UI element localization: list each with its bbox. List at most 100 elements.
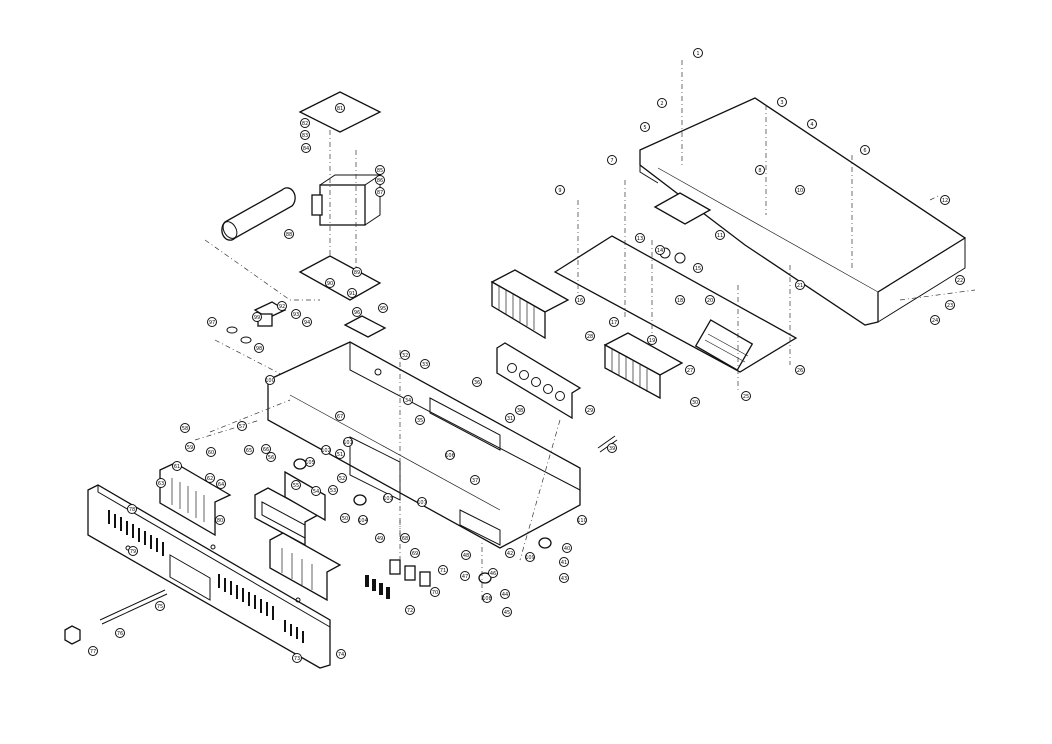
callout-circle <box>515 405 525 415</box>
callout-number: 77 <box>90 649 96 655</box>
callout-number: 26 <box>797 368 803 374</box>
callout-circle <box>577 515 587 525</box>
callout-87: 87 <box>375 187 385 197</box>
callout-circle <box>795 280 805 290</box>
callout-15: 15 <box>693 263 703 273</box>
callout-number: 3 <box>780 100 783 106</box>
callout-52: 52 <box>337 473 347 483</box>
callout-number: 57 <box>239 424 245 430</box>
callout-number: 27 <box>687 368 693 374</box>
callout-circle <box>705 295 715 305</box>
callout-78: 78 <box>127 504 137 514</box>
callout-number: 66 <box>263 447 269 453</box>
callout-8: 8 <box>755 165 765 175</box>
callout-circle <box>930 315 940 325</box>
callout-number: 91 <box>349 291 355 297</box>
callout-101: 101 <box>343 437 353 447</box>
callout-22: 22 <box>955 275 965 285</box>
screw-lines <box>194 194 941 600</box>
callout-number: 69 <box>412 551 418 557</box>
callout-51: 51 <box>335 449 345 459</box>
callout-circle <box>525 552 535 562</box>
callout-number: 73 <box>294 656 300 662</box>
callout-circle <box>347 288 357 298</box>
callout-number: 98 <box>256 346 262 352</box>
callout-circle <box>955 275 965 285</box>
callout-number: 1 <box>696 51 699 57</box>
callout-circle <box>657 98 667 108</box>
callout-number: 104 <box>358 518 368 524</box>
callout-number: 20 <box>707 298 713 304</box>
callout-number: 59 <box>187 445 193 451</box>
callout-number: 58 <box>182 426 188 432</box>
callout-6: 6 <box>860 145 870 155</box>
callout-number: 42 <box>507 551 513 557</box>
callout-number: 51 <box>337 452 343 458</box>
callout-107: 107 <box>417 497 427 507</box>
callout-41: 41 <box>559 557 569 567</box>
callout-circle <box>261 444 271 454</box>
callout-58: 58 <box>180 423 190 433</box>
callout-50: 50 <box>340 513 350 523</box>
callout-75: 75 <box>155 601 165 611</box>
callout-71: 71 <box>438 565 448 575</box>
callout-53: 53 <box>328 485 338 495</box>
callout-circle <box>115 628 125 638</box>
callout-66: 66 <box>261 444 271 454</box>
callout-number: 23 <box>947 303 953 309</box>
callout-26: 26 <box>795 365 805 375</box>
callout-number: 60 <box>208 450 214 456</box>
callout-number: 81 <box>337 106 343 112</box>
callout-9: 9 <box>555 185 565 195</box>
callout-68: 68 <box>400 533 410 543</box>
callout-67: 67 <box>335 411 345 421</box>
callout-number: 39 <box>609 446 615 452</box>
terminal-block-left <box>490 269 570 340</box>
callout-circle <box>155 601 165 611</box>
callout-number: 13 <box>637 236 643 242</box>
callout-circle <box>206 447 216 457</box>
push-button-set <box>365 559 431 599</box>
callout-circle <box>559 557 569 567</box>
callout-circle <box>378 303 388 313</box>
callout-65: 65 <box>244 445 254 455</box>
callout-39: 39 <box>607 443 617 453</box>
callout-number: 87 <box>377 190 383 196</box>
callout-circle <box>445 450 455 460</box>
callout-14: 14 <box>655 245 665 255</box>
callout-circle <box>405 605 415 615</box>
callout-circle <box>358 515 368 525</box>
callout-circle <box>438 565 448 575</box>
callout-99: 99 <box>252 312 262 322</box>
callout-number: 30 <box>692 400 698 406</box>
callout-circle <box>607 443 617 453</box>
callout-number: 37 <box>472 478 478 484</box>
callout-circle <box>715 230 725 240</box>
callout-29: 29 <box>585 405 595 415</box>
foot <box>293 458 552 584</box>
callout-number: 22 <box>957 278 963 284</box>
callout-28: 28 <box>585 331 595 341</box>
callout-circle <box>352 307 362 317</box>
callout-circle <box>807 119 817 129</box>
power-switch <box>226 301 287 344</box>
callout-95: 95 <box>378 303 388 313</box>
callout-number: 76 <box>117 631 123 637</box>
callout-number: 102 <box>321 448 331 454</box>
callout-number: 105 <box>305 460 315 466</box>
callout-number: 25 <box>743 394 749 400</box>
callout-25: 25 <box>741 391 751 401</box>
callout-circle <box>420 359 430 369</box>
main-pcb <box>553 180 798 390</box>
callout-97: 97 <box>207 317 217 327</box>
callout-91: 91 <box>347 288 357 298</box>
callout-circle <box>311 486 321 496</box>
callout-circle <box>277 301 287 311</box>
callout-circle <box>693 263 703 273</box>
rear-jack-plate <box>496 342 582 420</box>
callout-circle <box>755 165 765 175</box>
callout-61: 61 <box>172 461 182 471</box>
callout-54: 54 <box>311 486 321 496</box>
callout-number: 36 <box>474 380 480 386</box>
